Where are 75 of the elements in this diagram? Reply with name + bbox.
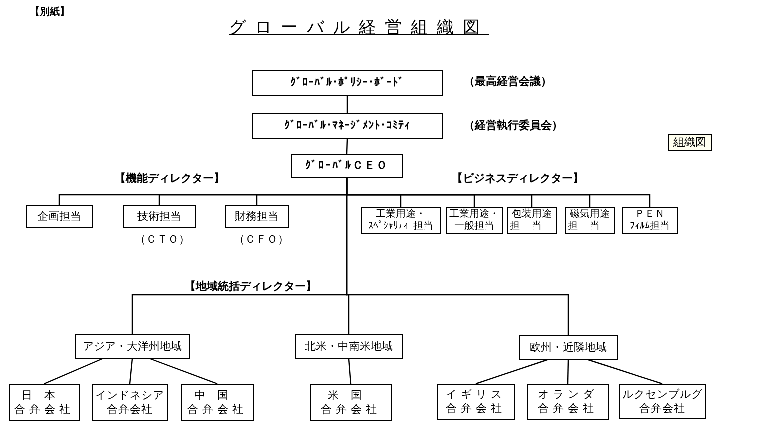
annotation-text: （経営執行委員会） bbox=[464, 118, 563, 133]
connector-line bbox=[346, 138, 348, 154]
box-label: 担当 bbox=[568, 220, 612, 232]
box-label: 北米・中南米地域 bbox=[305, 340, 393, 354]
org-box bbox=[622, 207, 678, 234]
org-box bbox=[291, 154, 403, 178]
box-label: 合弁会社 bbox=[107, 402, 153, 416]
box-label: ＰＥＮ bbox=[635, 208, 665, 220]
org-box bbox=[123, 205, 196, 228]
group-heading: 【地域統括ディレクター】 bbox=[185, 279, 317, 294]
connector-line bbox=[588, 359, 663, 385]
group-heading: 【機能ディレクター】 bbox=[115, 171, 225, 186]
box-label: 合弁会社 bbox=[640, 402, 686, 416]
box-label: 財務担当 bbox=[235, 210, 279, 224]
org-box bbox=[446, 207, 503, 234]
org-box bbox=[9, 384, 80, 421]
org-box bbox=[252, 70, 443, 96]
box-label: 日本 bbox=[22, 388, 68, 402]
box-label: イギリス bbox=[446, 388, 506, 402]
box-label: ﾌｨﾙﾑ担当 bbox=[630, 220, 670, 232]
box-label: インドネシア bbox=[96, 388, 164, 402]
annotation-text: （ＣＦＯ） bbox=[234, 232, 289, 247]
box-label: 技術担当 bbox=[138, 210, 182, 224]
box-label: 工業用途・ bbox=[450, 208, 500, 220]
box-label: 合弁会社 bbox=[188, 402, 248, 416]
org-box bbox=[519, 335, 618, 360]
attachment-label: 【別紙】 bbox=[30, 6, 70, 19]
box-label: 組織図 bbox=[674, 136, 706, 150]
box-label: 合弁会社 bbox=[446, 402, 506, 416]
annotation-text: （最高経営会議） bbox=[464, 74, 552, 89]
connector-line bbox=[348, 358, 352, 384]
box-label: 工業用途・ bbox=[376, 208, 426, 220]
box-label: 合弁会社 bbox=[14, 402, 74, 416]
connector-line bbox=[476, 359, 548, 385]
diagram-title: グローバル経営組織図 bbox=[229, 17, 489, 39]
org-box bbox=[527, 384, 609, 420]
box-label: 一般担当 bbox=[454, 220, 494, 232]
org-box bbox=[507, 207, 557, 234]
org-box bbox=[295, 334, 403, 359]
box-label: 欧州・近隣地域 bbox=[530, 340, 607, 354]
box-label: ｸﾞﾛｰﾊﾞﾙ･ﾏﾈｰｼﾞﾒﾝﾄ･ｺﾐﾃｨ bbox=[284, 119, 410, 133]
box-label: 担当 bbox=[510, 220, 554, 232]
connector-line bbox=[150, 358, 218, 385]
box-label: ｸﾞﾛｰﾊﾞﾙ･ﾎﾟﾘｼｰ･ﾎﾞｰﾄﾞ bbox=[290, 76, 404, 90]
box-label: 包装用途 bbox=[512, 208, 552, 220]
box-label: オランダ bbox=[538, 388, 598, 402]
connector-line bbox=[346, 178, 570, 335]
box-label: 合弁会社 bbox=[538, 402, 598, 416]
box-label: 中国 bbox=[194, 388, 240, 402]
box-label: 磁気用途 bbox=[570, 208, 610, 220]
box-label: 合弁会社 bbox=[321, 402, 381, 416]
box-label: ｸﾞﾛｰﾊﾞﾙＣＥＯ bbox=[306, 159, 388, 173]
box-label: 米国 bbox=[328, 388, 374, 402]
org-box bbox=[437, 384, 515, 420]
connector-line bbox=[129, 358, 134, 384]
tag-box bbox=[668, 134, 712, 151]
box-label: 企画担当 bbox=[38, 210, 82, 224]
org-box bbox=[75, 334, 190, 359]
org-box bbox=[26, 205, 93, 228]
org-box bbox=[310, 384, 392, 421]
org-box bbox=[92, 384, 168, 421]
connector-line bbox=[567, 360, 570, 384]
connector-line bbox=[44, 358, 103, 385]
box-label: ルクセンブルグ bbox=[622, 388, 703, 402]
box-label: ｽﾍﾟｼｬﾘﾃｨｰ担当 bbox=[368, 220, 434, 232]
org-box bbox=[252, 113, 443, 139]
group-heading: 【ビジネスディレクター】 bbox=[452, 171, 584, 186]
org-box bbox=[361, 207, 441, 234]
annotation-text: （ＣＴＯ） bbox=[135, 232, 190, 247]
org-box bbox=[225, 205, 289, 228]
org-box bbox=[619, 384, 706, 419]
box-label: アジア・大洋州地域 bbox=[83, 340, 182, 354]
org-box bbox=[565, 207, 615, 234]
connector-line bbox=[346, 96, 348, 113]
org-box bbox=[181, 384, 254, 421]
